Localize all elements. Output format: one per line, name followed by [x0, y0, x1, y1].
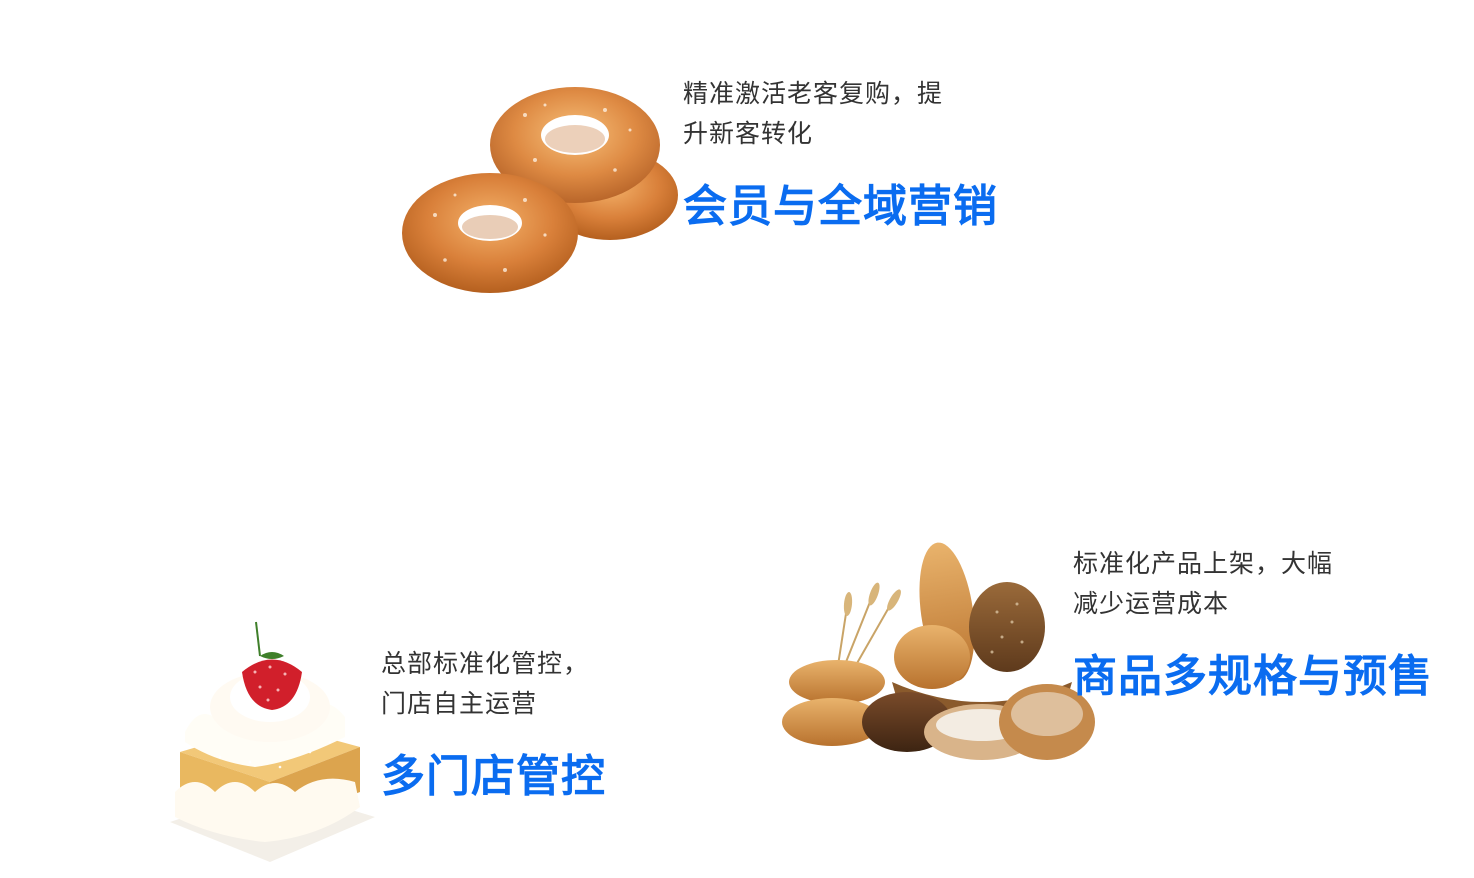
description-line: 升新客转化 — [683, 119, 814, 148]
feature-description: 精准激活老客复购，提 升新客转化 — [683, 74, 943, 154]
description-line: 精准激活老客复购，提 — [683, 79, 944, 108]
feature-title: 商品多规格与预售 — [1073, 651, 1433, 702]
donuts-image — [402, 87, 678, 293]
feature-title: 多门店管控 — [381, 751, 606, 802]
feature-title: 会员与全域营销 — [683, 181, 998, 232]
description-line: 标准化产品上架，大幅 — [1073, 549, 1334, 578]
feature-description: 标准化产品上架，大幅 减少运营成本 — [1073, 544, 1333, 624]
feature-membership-marketing: 精准激活老客复购，提 升新客转化 会员与全域营销 — [0, 0, 1474, 320]
bread-basket-image — [782, 542, 1095, 760]
feature-description: 总部标准化管控， 门店自主运营 — [381, 644, 589, 724]
description-line: 减少运营成本 — [1073, 589, 1230, 618]
description-line: 总部标准化管控， — [381, 649, 590, 678]
description-line: 门店自主运营 — [381, 689, 538, 718]
cream-cake-strawberry-image — [170, 621, 375, 862]
